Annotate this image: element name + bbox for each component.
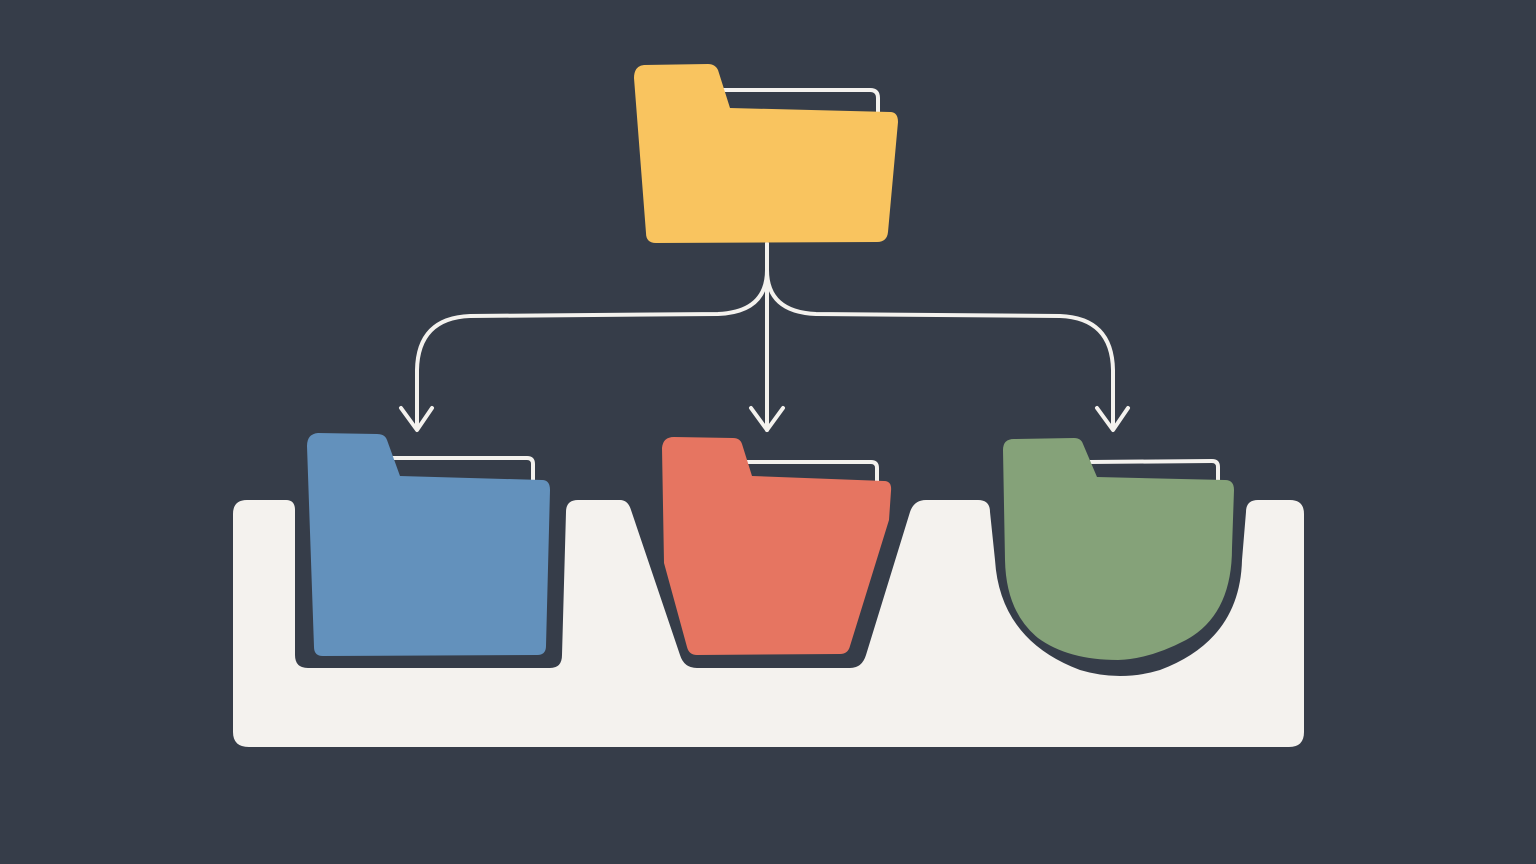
green-folder[interactable] [1003, 438, 1234, 660]
connector-left [415, 242, 769, 430]
connector-arrows [399, 242, 1130, 432]
arrowhead-center [749, 406, 785, 432]
arrowhead-left [399, 406, 434, 432]
folder-icon [634, 64, 898, 243]
root-folder[interactable] [634, 64, 898, 243]
connector-right [765, 242, 1115, 430]
sorting-tray [233, 500, 1304, 747]
folder-icon [307, 433, 550, 656]
folder-icon-back-tab [392, 456, 535, 482]
folder-icon [662, 437, 892, 655]
blue-folder[interactable] [307, 433, 550, 656]
folder-icon-back-tab [1089, 459, 1220, 482]
folder-icon-back-tab [722, 88, 880, 118]
folder-icon-back-tab [745, 460, 879, 484]
folder-icon [1003, 438, 1234, 660]
arrowhead-right [1095, 406, 1130, 432]
red-folder[interactable] [662, 437, 892, 655]
